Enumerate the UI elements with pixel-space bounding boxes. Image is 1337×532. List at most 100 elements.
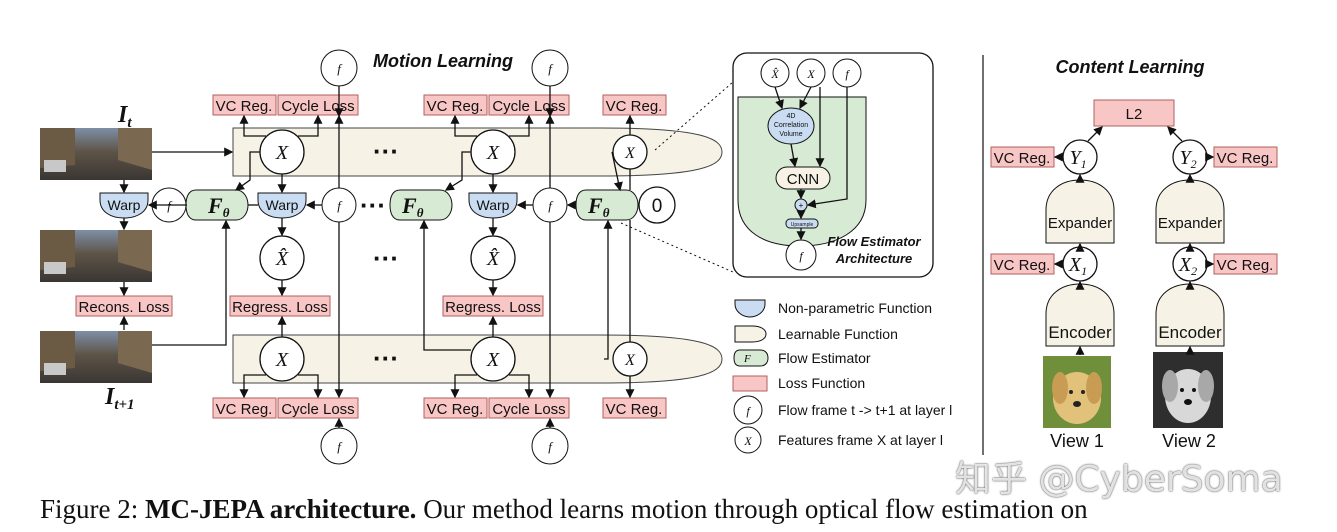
warp-block-3: Warp	[468, 192, 518, 219]
svg-text:VC Reg.: VC Reg.	[606, 98, 663, 115]
svg-text:F: F	[743, 353, 751, 365]
expander-left	[1045, 179, 1115, 244]
expander-right	[1155, 179, 1225, 244]
zero-circle: 0	[638, 186, 676, 224]
svg-text:Recons. Loss: Recons. Loss	[79, 299, 170, 316]
flow-circle-bottom-L: f	[320, 427, 358, 465]
svg-text:Fθ: Fθ	[207, 193, 230, 220]
feature-circle-bottom-2: X	[470, 336, 516, 382]
svg-text:X2: X2	[1178, 254, 1197, 278]
frame-label-t: It	[117, 102, 132, 131]
svg-text:X1: X1	[1068, 254, 1087, 278]
svg-text:X: X	[486, 142, 500, 164]
svg-text:VC Reg.: VC Reg.	[427, 98, 484, 115]
feature-circle-top-2: X	[470, 129, 516, 175]
svg-text:X: X	[486, 349, 500, 371]
svg-text:Regress. Loss: Regress. Loss	[232, 299, 328, 316]
svg-text:CNN: CNN	[787, 171, 820, 188]
svg-text:L2: L2	[1126, 106, 1143, 123]
svg-text:Cycle Loss: Cycle Loss	[492, 401, 565, 418]
svg-text:0: 0	[652, 196, 663, 217]
svg-text:f: f	[746, 404, 751, 418]
svg-text:VC Reg.: VC Reg.	[1217, 150, 1274, 167]
frame-image-warped	[40, 230, 152, 282]
view2-image	[1153, 352, 1223, 428]
svg-text:X̂: X̂	[275, 247, 289, 270]
flow-circle-mid-L: f	[321, 187, 357, 223]
vc-reg-bottom-3: VC Reg.	[602, 397, 667, 419]
vc-reg-content-y2: VC Reg.	[1213, 146, 1278, 168]
svg-text:VC Reg.: VC Reg.	[606, 401, 663, 418]
caption-prefix: Figure 2:	[40, 494, 139, 524]
svg-text:X: X	[806, 67, 815, 81]
flow-circle-bottom-2: f	[531, 427, 569, 465]
zoom-line-bottom	[620, 222, 734, 273]
caption-bold: MC-JEPA architecture.	[145, 494, 417, 524]
svg-text:X: X	[275, 349, 289, 371]
svg-text:Warp: Warp	[477, 197, 510, 213]
zoom-line-top	[654, 81, 734, 151]
svg-text:X̂: X̂	[770, 67, 779, 81]
svg-text:X: X	[743, 434, 752, 448]
svg-text:f: f	[548, 439, 554, 454]
cycle-loss-top-1: Cycle Loss	[277, 94, 359, 116]
svg-text:X: X	[275, 142, 289, 164]
legend-features-label: Features frame X at layer l	[778, 432, 943, 448]
svg-text:VC Reg.: VC Reg.	[994, 150, 1051, 167]
svg-text:Architecture: Architecture	[835, 251, 913, 266]
svg-text:VC Reg.: VC Reg.	[427, 401, 484, 418]
svg-text:VC Reg.: VC Reg.	[216, 98, 273, 115]
svg-text:VC Reg.: VC Reg.	[994, 257, 1051, 274]
legend-flow-swatch	[733, 349, 769, 367]
svg-text:+: +	[799, 201, 804, 210]
dots-bottom: ···	[373, 343, 399, 373]
flow-estimator-3: Fθ	[575, 189, 639, 221]
svg-text:f: f	[337, 198, 343, 213]
legend-learnable-label: Learnable Function	[778, 326, 898, 342]
vc-reg-content-y1: VC Reg.	[990, 146, 1055, 168]
l2-loss: L2	[1093, 99, 1175, 127]
legend: Non-parametric Function Learnable Functi…	[732, 299, 952, 454]
predicted-circle-2: X̂	[470, 235, 516, 281]
feature-circle-top-L: X	[259, 129, 305, 175]
svg-text:f: f	[548, 198, 554, 213]
legend-flowframe-label: Flow frame t -> t+1 at layer l	[778, 402, 952, 418]
svg-text:Encoder: Encoder	[1048, 323, 1112, 342]
predicted-circle-L: X̂	[259, 235, 305, 281]
watermark: 知乎 @CyberSoma	[955, 459, 1283, 500]
svg-text:Cycle Loss: Cycle Loss	[281, 401, 354, 418]
frame-image-t1	[40, 331, 152, 383]
legend-flow-label: Flow Estimator	[778, 350, 871, 366]
regress-loss-1: Regress. Loss	[229, 295, 331, 317]
svg-text:Fθ: Fθ	[401, 193, 424, 220]
legend-nonparametric-swatch	[734, 299, 766, 318]
view2-label: View 2	[1162, 431, 1216, 451]
vc-reg-content-x2: VC Reg.	[1213, 253, 1278, 275]
dots-middle: ···	[360, 190, 386, 220]
svg-text:Y1: Y1	[1069, 147, 1086, 171]
legend-flowframe-swatch	[733, 395, 763, 425]
warp-block-2: Warp	[257, 192, 307, 219]
svg-text:VC Reg.: VC Reg.	[216, 401, 273, 418]
svg-text:Upsample: Upsample	[791, 222, 814, 228]
svg-text:f: f	[845, 67, 850, 81]
vc-reg-top-1: VC Reg.	[212, 94, 277, 116]
svg-text:VC Reg.: VC Reg.	[1217, 257, 1274, 274]
flow-circle-top-2: f	[531, 49, 569, 87]
legend-loss-label: Loss Function	[778, 375, 865, 391]
content-learning-title: Content Learning	[1056, 57, 1205, 77]
vc-reg-top-2: VC Reg.	[423, 94, 488, 116]
vc-reg-bottom-2: VC Reg.	[423, 397, 488, 419]
svg-text:f: f	[337, 61, 343, 76]
svg-text:Regress. Loss: Regress. Loss	[445, 299, 541, 316]
flow-circle-top-L: f	[320, 49, 358, 87]
legend-features-swatch	[734, 426, 762, 454]
legend-learnable-swatch	[734, 325, 767, 343]
view1-image	[1043, 356, 1111, 428]
svg-text:Flow Estimator: Flow Estimator	[827, 234, 921, 249]
cycle-loss-bottom-2: Cycle Loss	[488, 397, 570, 419]
feature-circle-bottom-1: X	[612, 341, 648, 377]
svg-text:Cycle Loss: Cycle Loss	[281, 98, 354, 115]
frame-label-t1: It+1	[104, 384, 135, 413]
regress-loss-2: Regress. Loss	[442, 295, 544, 317]
